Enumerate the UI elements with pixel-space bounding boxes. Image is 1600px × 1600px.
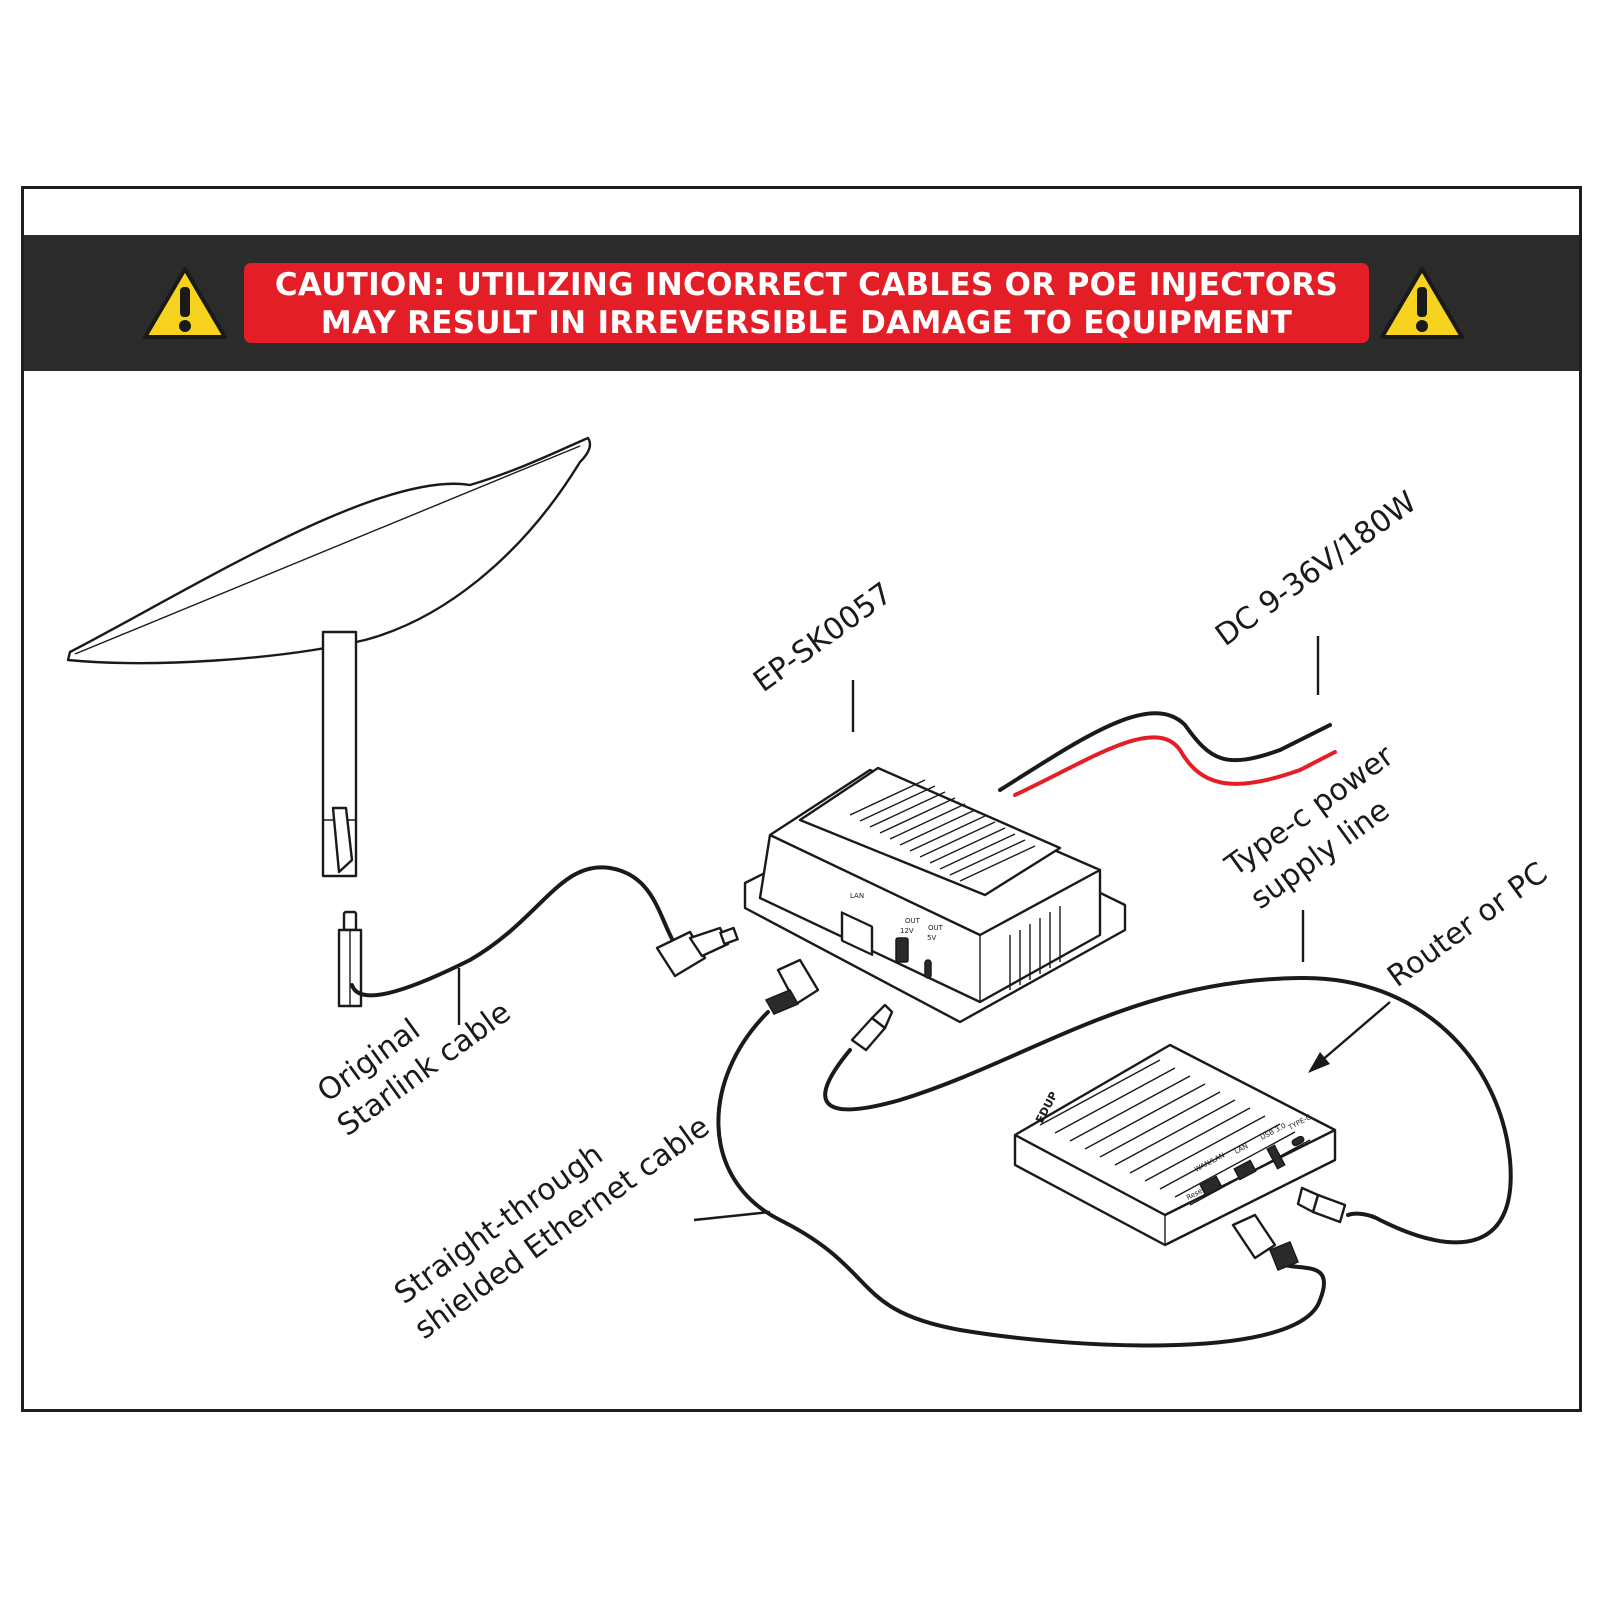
router-vents <box>1039 1059 1311 1206</box>
warning-triangle-icon <box>1380 267 1464 339</box>
caution-line-1: CAUTION: UTILIZING INCORRECT CABLES OR P… <box>274 267 1339 303</box>
typec-plug-injector <box>850 1003 894 1052</box>
starlink-dish <box>66 436 592 878</box>
injector-out1-label: OUT <box>905 917 921 925</box>
ethernet-label-line2: shielded Ethernet cable <box>408 1109 716 1346</box>
warning-triangle-icon <box>143 267 227 339</box>
starlink-connector-left <box>337 910 363 1008</box>
injector-12v-label: 12V <box>900 927 914 935</box>
router-label: Router or PC <box>1381 856 1554 995</box>
dc-wire-black <box>998 711 1332 792</box>
injector-out2-label: OUT <box>928 924 944 932</box>
ethernet-plug-injector <box>764 958 820 1015</box>
heatsink-fins <box>849 779 1036 882</box>
router-device: Reset WAN/LAN LAN USB 3.0 TYPE-C EDUP <box>1013 1043 1337 1247</box>
diagram-frame: CAUTION: UTILIZING INCORRECT CABLES OR P… <box>21 186 1582 1412</box>
ethernet-cable <box>716 1010 1327 1348</box>
router-arrow <box>1308 1001 1391 1073</box>
injector-5v-label: 5V <box>927 934 936 942</box>
caution-message: CAUTION: UTILIZING INCORRECT CABLES OR P… <box>244 263 1369 343</box>
ethernet-leader-line <box>693 1210 771 1222</box>
power-input-label: DC 9-36V/180W <box>1209 485 1423 654</box>
ethernet-plug-router <box>1231 1213 1299 1271</box>
caution-banner: CAUTION: UTILIZING INCORRECT CABLES OR P… <box>24 235 1579 371</box>
injector-lan-label: LAN <box>850 892 864 900</box>
model-label: EP-SK0057 <box>747 576 899 700</box>
starlink-connector-right <box>655 926 739 978</box>
typec-power-cable <box>823 975 1513 1245</box>
caution-line-2: MAY RESULT IN IRREVERSIBLE DAMAGE TO EQU… <box>320 305 1293 341</box>
starlink-cable <box>350 865 682 998</box>
poe-injector: LAN OUT OUT 12V 5V <box>743 766 1127 1024</box>
typec-plug-router <box>1296 1186 1347 1224</box>
dc-wire-red <box>1013 735 1337 797</box>
